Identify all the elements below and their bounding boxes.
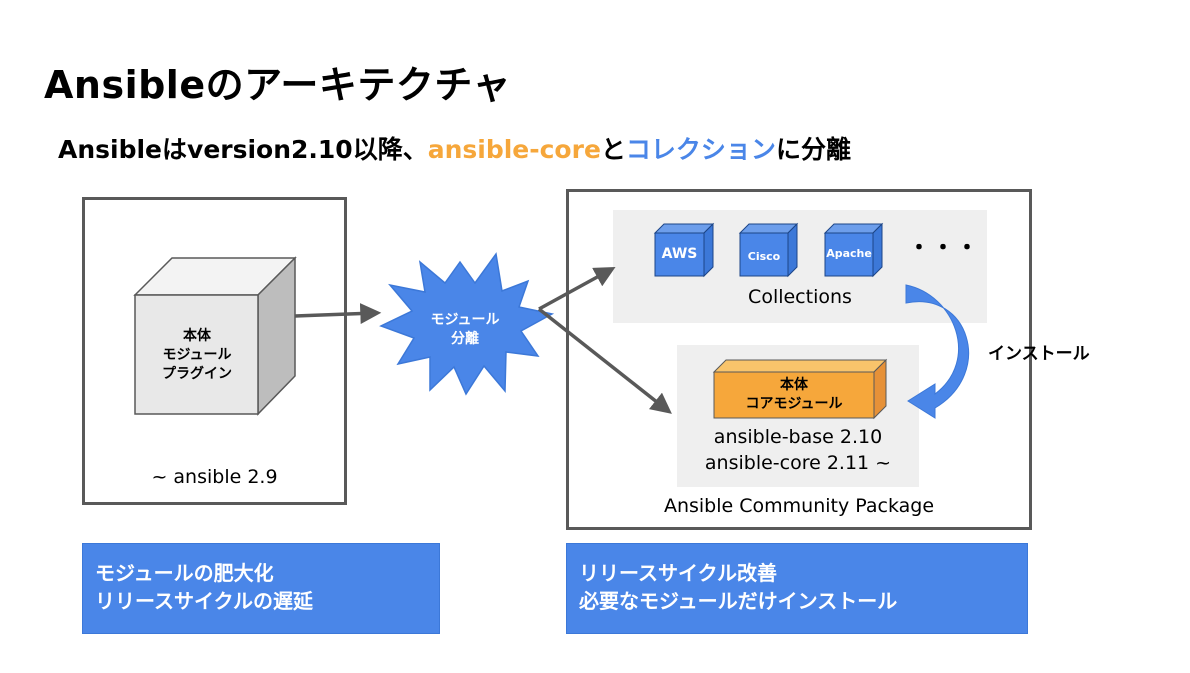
subtitle-prefix: Ansibleはversion2.10以降、 [58, 135, 428, 164]
community-package-label: Ansible Community Package [663, 495, 935, 517]
collection-label-apache: Apache [826, 247, 872, 260]
legacy-cube-line: モジュール [162, 347, 232, 363]
collection-cube-apache [823, 222, 884, 278]
core-version-core: ansible-core 2.11 ~ [704, 452, 892, 474]
subtitle-suffix: に分離 [775, 135, 851, 164]
legacy-version-label: ~ ansible 2.9 [151, 466, 278, 488]
install-arrow [905, 284, 970, 419]
split-burst-label: モジュール 分離 [410, 311, 520, 349]
split-burst-line: 分離 [451, 331, 479, 347]
page-title: Ansibleのアーキテクチャ [44, 63, 511, 107]
collection-label-cisco: Cisco [747, 250, 781, 263]
new-benefits-note: リリースサイクル改善 必要なモジュールだけインストール [566, 543, 1028, 634]
legacy-cube-line: プラグイン [162, 366, 232, 382]
note-line: モジュールの肥大化 [95, 561, 274, 585]
subtitle-core: ansible-core [427, 135, 601, 164]
note-line: リリースサイクルの遅延 [95, 589, 313, 613]
subtitle-middle: と [600, 135, 626, 164]
collections-ellipsis: ・・・ [908, 236, 981, 261]
core-module-label: 本体 コアモジュール [714, 376, 874, 414]
split-burst-line: モジュール [430, 312, 500, 328]
legacy-cube [133, 256, 297, 416]
core-module-line: コアモジュール [745, 396, 843, 412]
collection-cube-cisco [738, 222, 799, 278]
legacy-cube-label: 本体 モジュール プラグイン [136, 297, 258, 414]
legacy-problems-note: モジュールの肥大化 リリースサイクルの遅延 [82, 543, 440, 634]
collection-cube-aws [653, 222, 715, 278]
collections-label: Collections [748, 286, 852, 308]
core-module-cuboid [712, 358, 888, 420]
install-label: インストール [988, 344, 1090, 364]
core-version-base: ansible-base 2.10 [713, 426, 883, 448]
note-line: 必要なモジュールだけインストール [579, 589, 898, 613]
note-line: リリースサイクル改善 [579, 561, 777, 585]
arrow-to-collections [538, 266, 616, 311]
arrow-to-core [537, 307, 672, 414]
core-module-line: 本体 [780, 377, 808, 393]
subtitle-collection: コレクション [625, 135, 776, 164]
legacy-cube-line: 本体 [183, 328, 211, 344]
collection-label-aws: AWS [661, 246, 698, 262]
page-subtitle: Ansibleはversion2.10以降、ansible-coreとコレクショ… [58, 130, 851, 166]
split-burst-shape [379, 252, 555, 396]
arrow-to-split [294, 303, 382, 325]
